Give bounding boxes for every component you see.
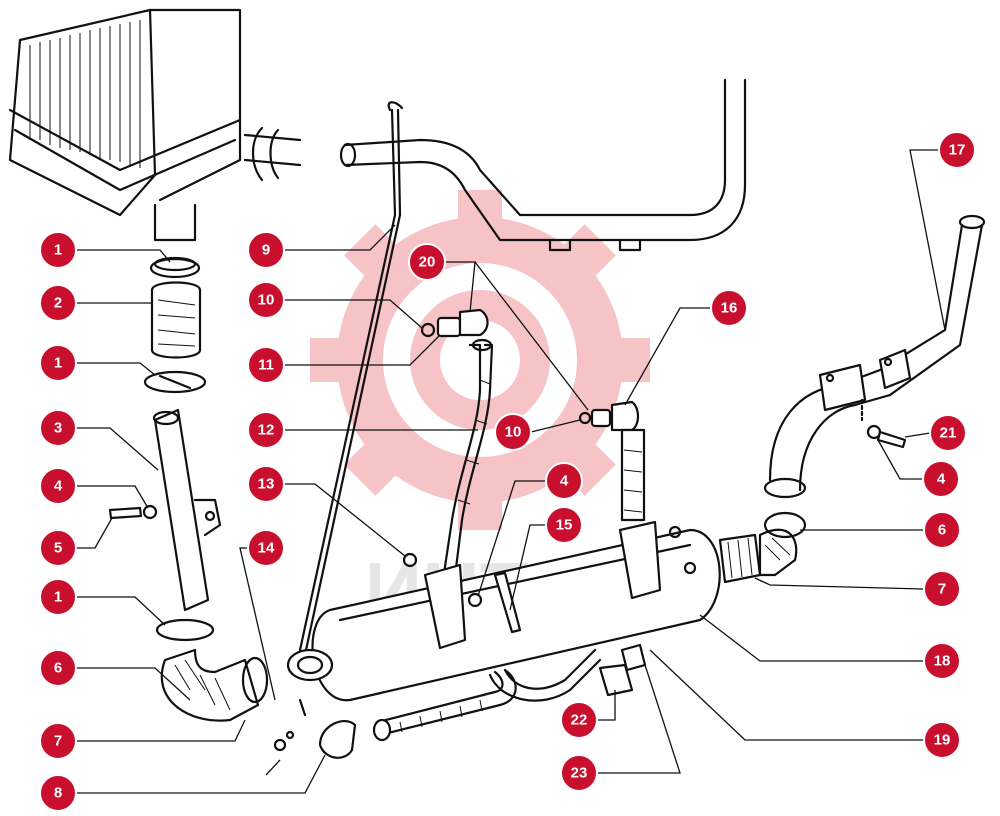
callout-4[interactable]: 4	[922, 460, 960, 498]
left-pipe-assembly	[108, 256, 269, 722]
callout-12[interactable]: 12	[247, 411, 285, 449]
callout-8[interactable]: 8	[39, 774, 77, 812]
callout-2[interactable]: 2	[39, 284, 77, 322]
callout-10[interactable]: 10	[494, 413, 532, 451]
svg-text:1: 1	[54, 589, 62, 606]
callout-6[interactable]: 6	[923, 511, 961, 549]
svg-text:15: 15	[556, 517, 573, 534]
callout-14[interactable]: 14	[247, 529, 285, 567]
bolt-5	[108, 506, 143, 520]
callout-23[interactable]: 23	[560, 754, 598, 792]
callout-7[interactable]: 7	[923, 570, 961, 608]
callout-13[interactable]: 13	[247, 465, 285, 503]
callout-5[interactable]: 5	[39, 529, 77, 567]
svg-text:6: 6	[938, 522, 946, 539]
svg-text:10: 10	[258, 292, 275, 309]
small-parts-8	[273, 698, 357, 759]
svg-text:10: 10	[505, 424, 522, 441]
callout-21[interactable]: 21	[929, 414, 967, 452]
mount-bracket-left	[423, 563, 467, 650]
upper-frame	[243, 78, 747, 252]
hose-16	[578, 400, 646, 522]
callout-16[interactable]: 16	[710, 289, 748, 327]
svg-text:4: 4	[54, 478, 63, 495]
svg-text:17: 17	[949, 142, 966, 159]
svg-text:14: 14	[258, 540, 275, 557]
clamp-lower	[155, 618, 215, 642]
svg-text:7: 7	[54, 733, 62, 750]
callout-1[interactable]: 1	[39, 231, 77, 269]
svg-text:2: 2	[54, 295, 62, 312]
callout-4[interactable]: 4	[545, 462, 583, 500]
mount-bracket-right	[618, 520, 662, 600]
svg-text:9: 9	[262, 242, 270, 259]
svg-text:18: 18	[934, 653, 951, 670]
svg-text:23: 23	[571, 765, 588, 782]
callout-3[interactable]: 3	[39, 409, 77, 447]
callout-9[interactable]: 9	[247, 231, 285, 269]
callouts: 1 2 1 3 4 5 1 6 7 8 9 10 11 12 13 14 20 …	[39, 131, 976, 812]
svg-text:5: 5	[54, 540, 62, 557]
svg-text:20: 20	[419, 254, 436, 271]
svg-text:7: 7	[938, 581, 946, 598]
svg-text:4: 4	[937, 471, 946, 488]
elbow-right	[758, 528, 798, 577]
callout-15[interactable]: 15	[545, 506, 583, 544]
elbow-left	[160, 648, 260, 722]
svg-text:6: 6	[54, 660, 62, 677]
svg-text:22: 22	[571, 712, 588, 729]
fitting-upper	[420, 308, 489, 338]
heater-body	[286, 520, 721, 702]
clamp-middle	[143, 370, 207, 394]
svg-text:13: 13	[258, 476, 275, 493]
thin-tube-9	[298, 101, 404, 652]
svg-text:12: 12	[258, 422, 275, 439]
callout-1[interactable]: 1	[39, 344, 77, 382]
callout-4[interactable]: 4	[39, 467, 77, 505]
callout-19[interactable]: 19	[923, 721, 961, 759]
right-exhaust-assembly	[718, 214, 986, 584]
callout-11[interactable]: 11	[247, 346, 285, 384]
callout-6[interactable]: 6	[39, 649, 77, 687]
hose-12	[438, 338, 494, 602]
callout-20[interactable]: 20	[408, 243, 446, 281]
svg-text:11: 11	[258, 357, 274, 374]
svg-text:8: 8	[54, 785, 62, 802]
callout-22[interactable]: 22	[560, 701, 598, 739]
callout-1[interactable]: 1	[39, 578, 77, 616]
exhaust-tube	[153, 408, 210, 612]
callout-7[interactable]: 7	[39, 722, 77, 760]
bolt-15	[493, 571, 522, 634]
bolt-21	[876, 430, 907, 449]
svg-text:1: 1	[54, 242, 62, 259]
clamp-7-left	[241, 656, 269, 704]
svg-text:21: 21	[940, 425, 957, 442]
radiator	[8, 8, 242, 242]
lower-hoses	[372, 643, 647, 742]
callout-17[interactable]: 17	[938, 131, 976, 169]
svg-text:19: 19	[934, 732, 951, 749]
callout-10[interactable]: 10	[247, 281, 285, 319]
svg-text:16: 16	[721, 300, 738, 317]
svg-text:3: 3	[54, 420, 62, 437]
svg-text:4: 4	[560, 473, 569, 490]
callout-18[interactable]: 18	[923, 642, 961, 680]
svg-text:1: 1	[54, 355, 62, 372]
